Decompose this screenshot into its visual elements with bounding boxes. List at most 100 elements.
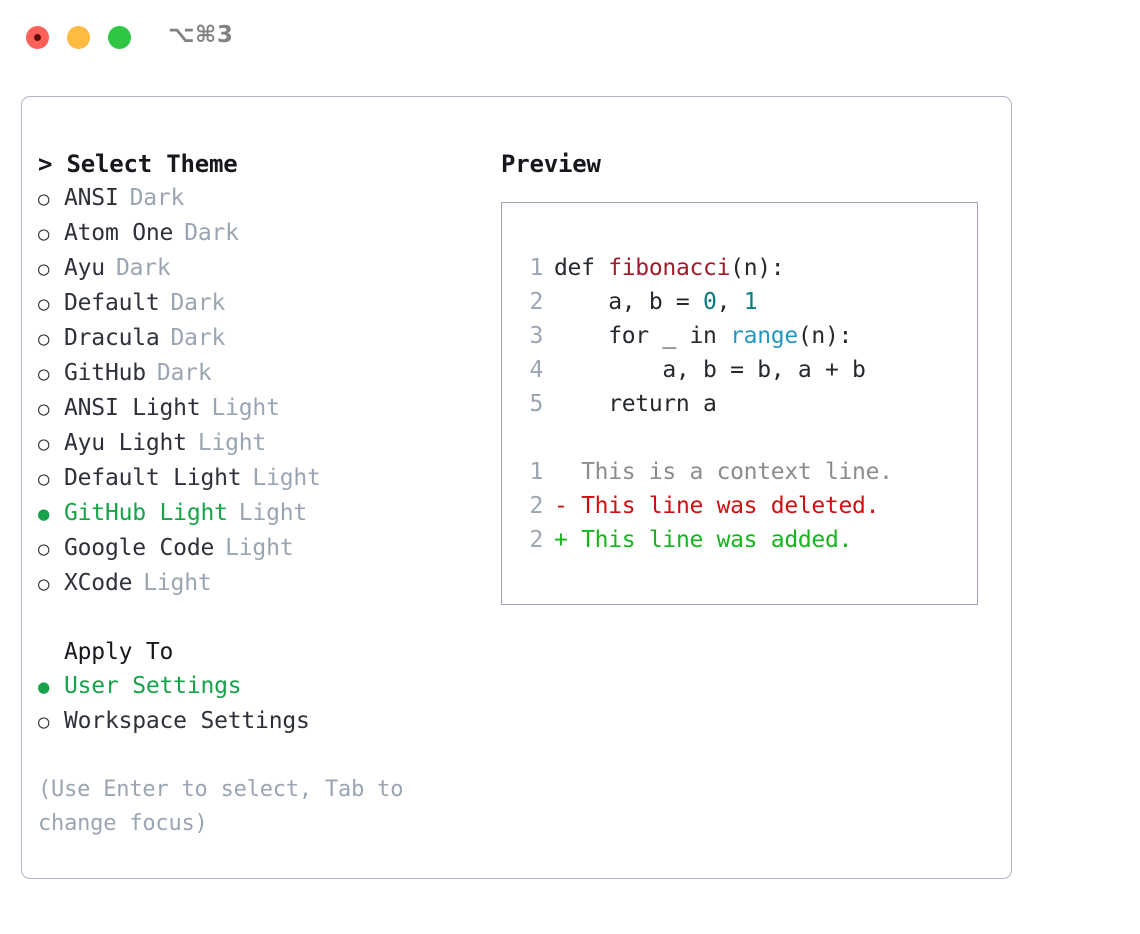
theme-category: Dark [170,325,226,351]
radio-icon[interactable]: ○ [38,573,50,595]
apply-to-section: Apply To ● User Settings ○ Workspace Set… [38,635,468,739]
radio-icon[interactable]: ○ [38,223,50,245]
radio-icon[interactable]: ○ [38,711,50,733]
line-number: 1 [529,459,543,485]
theme-category: Light [252,465,321,491]
radio-icon[interactable]: ○ [38,538,50,560]
code-token-function: fibonacci [608,255,731,281]
radio-icon[interactable]: ○ [38,293,50,315]
code-line: 5 return a [519,387,977,421]
code-line: 3 for _ in range(n): [519,319,977,353]
diff-line-deleted: 2 - This line was deleted. [519,489,977,523]
code-token: (n): [730,255,785,281]
line-number: 3 [529,323,543,349]
theme-name: Dracula [64,325,160,351]
diff-line-context: 1 This is a context line. [519,455,977,489]
theme-name: ANSI Light [64,395,201,421]
window-title-shortcut: ⌥⌘3 [168,22,234,48]
theme-category: Dark [156,360,212,386]
theme-name: GitHub [64,360,146,386]
radio-icon[interactable]: ○ [38,328,50,350]
apply-option-label: User Settings [64,673,242,699]
apply-to-heading: Apply To [64,639,174,665]
minimize-button-icon[interactable] [67,26,90,49]
theme-name: Default Light [64,465,242,491]
theme-category: Light [238,500,308,526]
code-token-number: 0 [703,289,717,315]
diff-text: This line was added. [581,527,853,553]
apply-option-label: Workspace Settings [64,708,310,734]
theme-name: XCode [64,570,133,596]
keyboard-hint-text: (Use Enter to select, Tab to change focu… [38,777,404,836]
theme-category: Dark [170,290,226,316]
theme-category: Dark [115,255,171,281]
radio-icon[interactable]: ○ [38,398,50,420]
preview-heading: Preview [501,150,601,178]
code-token: def [554,255,609,281]
window-controls [26,26,131,49]
theme-list-item[interactable]: ○ Atom One Dark [38,216,468,251]
theme-category: Dark [129,185,185,211]
line-number: 2 [529,527,543,553]
theme-name: Atom One [64,220,174,246]
diff-marker: + [554,527,582,553]
theme-name: Ayu Light [64,430,187,456]
code-line: 1 def fibonacci(n): [519,251,977,285]
radio-selected-icon[interactable]: ● [38,676,50,698]
theme-list-item-selected[interactable]: ● GitHub Light Light [38,496,468,531]
theme-name: ANSI [64,185,119,211]
theme-name: GitHub Light [64,500,228,526]
theme-list-item[interactable]: ○ Default Dark [38,286,468,321]
theme-name: Google Code [64,535,215,561]
apply-option-workspace-settings[interactable]: ○ Workspace Settings [38,704,468,739]
code-token: for _ in [554,323,731,349]
code-line: 4 a, b = b, a + b [519,353,977,387]
diff-marker [554,455,581,489]
select-theme-heading: > Select Theme [38,150,238,178]
line-number: 4 [529,357,543,383]
theme-list-item[interactable]: ○ Default Light Light [38,461,468,496]
theme-list-item[interactable]: ○ Google Code Light [38,531,468,566]
theme-list-item[interactable]: ○ ANSI Dark [38,181,468,216]
diff-text: This is a context line. [581,459,893,485]
radio-icon[interactable]: ○ [38,468,50,490]
theme-list-item[interactable]: ○ Dracula Dark [38,321,468,356]
code-line: 2 a, b = 0, 1 [519,285,977,319]
line-number: 2 [529,289,543,315]
radio-icon[interactable]: ○ [38,188,50,210]
code-token-builtin: range [730,323,798,349]
theme-list-item[interactable]: ○ XCode Light [38,566,468,601]
radio-icon[interactable]: ○ [38,258,50,280]
radio-icon[interactable]: ○ [38,433,50,455]
apply-option-user-settings[interactable]: ● User Settings [38,669,468,704]
theme-category: Light [211,395,280,421]
theme-list-item[interactable]: ○ GitHub Dark [38,356,468,391]
radio-icon[interactable]: ○ [38,363,50,385]
theme-list[interactable]: ○ ANSI Dark ○ Atom One Dark ○ Ayu Dark [38,181,468,601]
zoom-button-icon[interactable] [108,26,131,49]
code-token: , [716,289,744,315]
code-token: (n): [797,323,853,349]
theme-category: Dark [184,220,239,246]
line-number: 5 [529,391,543,417]
theme-category: Light [225,535,294,561]
close-button-icon[interactable] [26,26,49,49]
theme-list-item[interactable]: ○ Ayu Light Light [38,426,468,461]
diff-text: This line was deleted. [581,493,880,519]
code-blank-line [519,421,977,455]
theme-name: Ayu [64,255,105,281]
theme-list-item[interactable]: ○ ANSI Light Light [38,391,468,426]
theme-category: Light [197,430,267,456]
preview-box: 1 def fibonacci(n): 2 a, b = 0, 1 3 for … [501,202,978,605]
line-number: 1 [529,255,543,281]
diff-line-added: 2 + This line was added. [519,523,977,557]
code-token: a, b = b, a + b [554,357,866,383]
radio-selected-icon[interactable]: ● [38,503,50,525]
title-bar: ⌥⌘3 [0,0,1140,78]
theme-category: Light [143,570,212,596]
theme-picker-panel: > Select Theme ○ ANSI Dark ○ Atom One Da… [21,96,1012,879]
code-token: return a [554,391,717,417]
theme-list-item[interactable]: ○ Ayu Dark [38,251,468,286]
code-token-number: 1 [743,289,758,315]
